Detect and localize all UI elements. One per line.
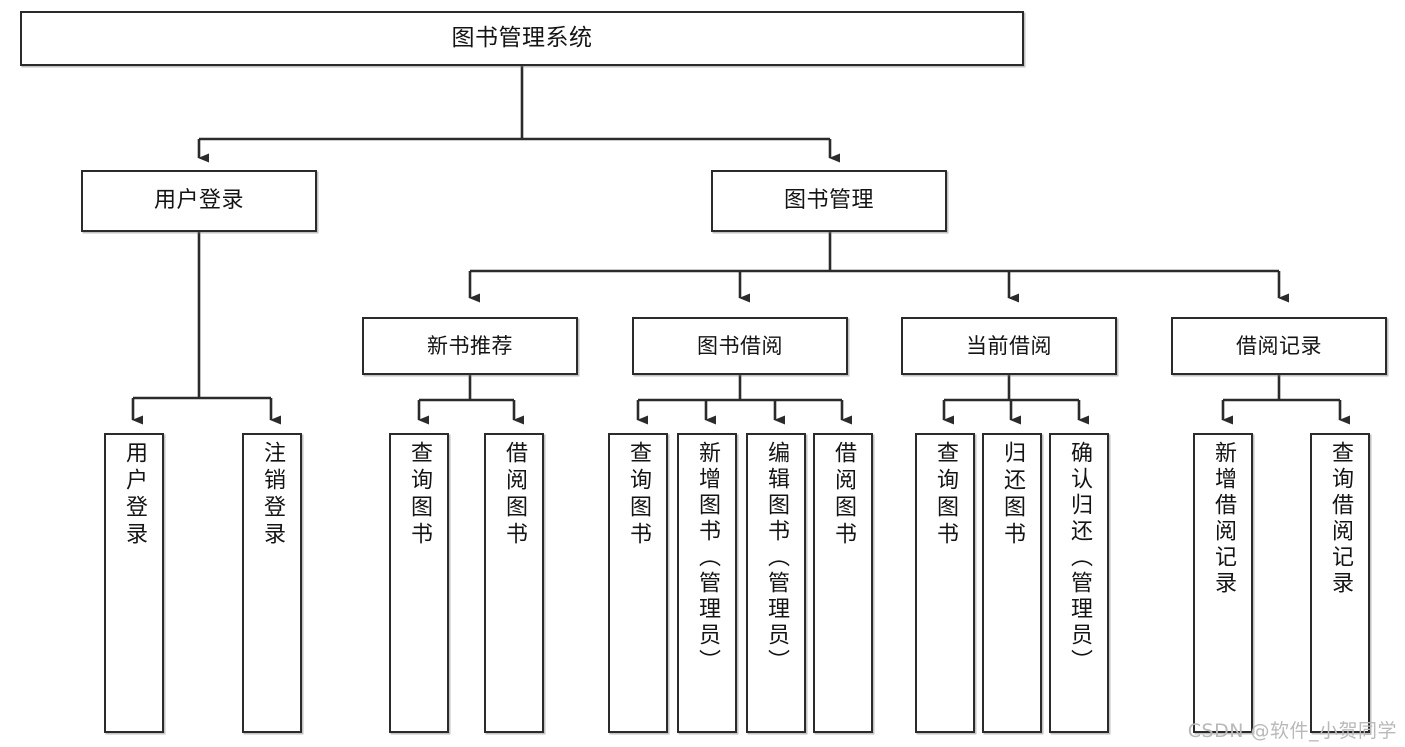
- leaf-record-add-record-label: 新增借阅记录: [1211, 441, 1236, 597]
- leaf-user-login-logout[interactable]: 注销登录: [242, 433, 302, 733]
- node-user-login-label: 用户登录: [153, 188, 244, 214]
- leaf-record-query-record-label: 查询借阅记录: [1328, 441, 1353, 597]
- leaf-borrow-add-book[interactable]: 新增图书（管理员）: [677, 433, 737, 733]
- node-root-label: 图书管理系统: [451, 24, 593, 51]
- leaf-current-confirm-return[interactable]: 确认归还（管理员）: [1049, 433, 1109, 733]
- leaf-current-query-book[interactable]: 查询图书: [915, 433, 975, 733]
- leaf-recommend-query-book-label: 查询图书: [407, 441, 432, 549]
- leaf-recommend-borrow-book-label: 借阅图书: [502, 441, 527, 549]
- node-new-book-recommend-label: 新书推荐: [427, 333, 513, 358]
- node-borrow-record[interactable]: 借阅记录: [1171, 317, 1387, 375]
- node-book-management[interactable]: 图书管理: [711, 170, 947, 232]
- node-root[interactable]: 图书管理系统: [20, 11, 1024, 66]
- leaf-current-return-book[interactable]: 归还图书: [982, 433, 1042, 733]
- watermark: CSDN @软件_小贺同学: [1187, 720, 1397, 742]
- leaf-recommend-borrow-book[interactable]: 借阅图书: [484, 433, 544, 733]
- node-book-borrow-label: 图书借阅: [697, 333, 783, 358]
- node-borrow-record-label: 借阅记录: [1236, 333, 1322, 358]
- leaf-user-login-logout-label: 注销登录: [260, 441, 285, 549]
- leaf-borrow-edit-book[interactable]: 编辑图书（管理员）: [746, 433, 806, 733]
- leaf-borrow-borrow-book[interactable]: 借阅图书: [813, 433, 873, 733]
- leaf-user-login-login-label: 用户登录: [122, 441, 147, 549]
- leaf-user-login-login[interactable]: 用户登录: [104, 433, 164, 733]
- leaf-borrow-add-book-label: 新增图书（管理员）: [695, 441, 720, 675]
- node-book-borrow[interactable]: 图书借阅: [632, 317, 848, 375]
- leaf-current-return-book-label: 归还图书: [1000, 441, 1025, 549]
- leaf-current-confirm-return-label: 确认归还（管理员）: [1067, 441, 1092, 675]
- node-user-login[interactable]: 用户登录: [81, 170, 317, 232]
- leaf-borrow-borrow-book-label: 借阅图书: [831, 441, 856, 549]
- leaf-borrow-query-book[interactable]: 查询图书: [608, 433, 668, 733]
- leaf-record-add-record[interactable]: 新增借阅记录: [1193, 433, 1253, 733]
- leaf-current-query-book-label: 查询图书: [933, 441, 958, 549]
- leaf-recommend-query-book[interactable]: 查询图书: [389, 433, 449, 733]
- leaf-record-query-record[interactable]: 查询借阅记录: [1310, 433, 1370, 733]
- leaf-borrow-query-book-label: 查询图书: [626, 441, 651, 549]
- leaf-borrow-edit-book-label: 编辑图书（管理员）: [764, 441, 789, 675]
- node-book-management-label: 图书管理: [783, 188, 874, 214]
- node-current-borrow-label: 当前借阅: [966, 333, 1052, 358]
- node-current-borrow[interactable]: 当前借阅: [901, 317, 1117, 375]
- node-new-book-recommend[interactable]: 新书推荐: [362, 317, 578, 375]
